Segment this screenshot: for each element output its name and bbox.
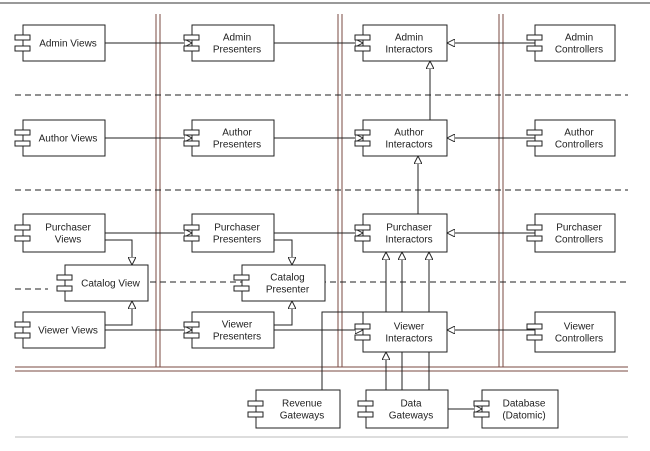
viewer-controllers-label: Viewer: [564, 322, 595, 333]
catalog-view-component: Catalog View: [56, 264, 149, 302]
component-icon: [56, 274, 73, 292]
author-interactors-label: Author: [394, 128, 424, 139]
component-icon: [247, 400, 264, 418]
purchaser-views-label: Purchaser: [45, 223, 91, 234]
purchaser-interactors-label: Interactors: [385, 235, 432, 246]
database-component: Database(Datomic): [473, 389, 559, 429]
purchaser-views-label: Views: [55, 235, 82, 246]
viewer-views-component: Viewer Views: [14, 311, 106, 349]
row-separators: [15, 94, 628, 290]
data-gateways-label: Gateways: [389, 411, 433, 422]
component-icon: [14, 129, 31, 147]
component-icon: [14, 224, 31, 242]
admin-interactors-label: Interactors: [385, 45, 432, 56]
arrow-purchaser-presenters-to-catalog-presenter: [274, 239, 292, 265]
viewer-presenters-label: Presenters: [213, 332, 261, 343]
component-icon: [526, 323, 543, 341]
catalog-presenter-label: Catalog: [270, 273, 304, 284]
dependency-arrows: [105, 43, 535, 409]
arrow-purchaser-views-to-catalog-view: [105, 239, 132, 265]
purchaser-interactors-label: Purchaser: [386, 223, 432, 234]
components: Admin ViewsAdminPresentersAdminInteracto…: [14, 24, 616, 429]
author-presenters-label: Presenters: [213, 140, 261, 151]
component-icon: [354, 34, 371, 52]
viewer-views-label: Viewer Views: [38, 326, 98, 337]
purchaser-controllers-label: Controllers: [555, 235, 603, 246]
author-interactors-label: Interactors: [385, 140, 432, 151]
revenue-gateways-label: Gateways: [280, 411, 324, 422]
author-controllers-label: Controllers: [555, 140, 603, 151]
component-icon: [14, 321, 31, 339]
database-label: Database: [503, 399, 546, 410]
component-icon: [526, 34, 543, 52]
component-icon: [354, 323, 371, 341]
arrow-viewer-presenters-to-catalog-presenter: [274, 301, 292, 326]
component-icon: [233, 274, 250, 292]
purchaser-controllers-label: Purchaser: [556, 223, 602, 234]
viewer-presenters-label: Viewer: [222, 320, 253, 331]
component-icon: [473, 400, 490, 418]
author-controllers-label: Author: [564, 128, 594, 139]
catalog-view-label: Catalog View: [81, 279, 141, 290]
component-icon: [354, 224, 371, 242]
admin-views-component: Admin Views: [14, 24, 106, 62]
admin-presenters-label: Presenters: [213, 45, 261, 56]
component-icon: [183, 34, 200, 52]
component-icon: [183, 129, 200, 147]
viewer-controllers-label: Controllers: [555, 334, 603, 345]
admin-presenters-label: Admin: [223, 33, 251, 44]
admin-controllers-label: Controllers: [555, 45, 603, 56]
viewer-interactors-label: Viewer: [394, 322, 425, 333]
component-icon: [357, 400, 374, 418]
arrow-viewer-views-to-catalog-view: [105, 301, 132, 326]
admin-controllers-label: Admin: [565, 33, 593, 44]
component-icon: [526, 129, 543, 147]
author-views-label: Author Views: [39, 134, 98, 145]
component-icon: [526, 224, 543, 242]
author-views-component: Author Views: [14, 119, 106, 157]
admin-interactors-label: Admin: [395, 33, 423, 44]
admin-views-label: Admin Views: [39, 39, 97, 50]
component-icon: [354, 129, 371, 147]
viewer-interactors-label: Interactors: [385, 334, 432, 345]
purchaser-presenters-label: Purchaser: [214, 223, 260, 234]
purchaser-presenters-label: Presenters: [213, 235, 261, 246]
component-icon: [14, 34, 31, 52]
component-icon: [183, 321, 200, 339]
component-icon: [183, 224, 200, 242]
revenue-gateways-label: Revenue: [282, 399, 322, 410]
catalog-presenter-label: Presenter: [266, 285, 310, 296]
arrow-revenue-gateways-to-purchaser-interactors: [321, 252, 386, 390]
data-gateways-label: Data: [400, 399, 422, 410]
author-presenters-label: Author: [222, 128, 252, 139]
database-label: (Datomic): [502, 411, 545, 422]
